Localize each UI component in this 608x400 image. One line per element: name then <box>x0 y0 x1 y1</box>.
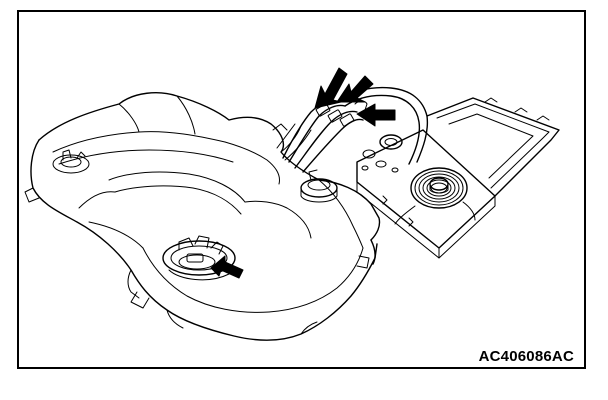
arrow-hose-2 <box>336 75 374 103</box>
arrow-hose-3 <box>356 103 396 127</box>
filler-neck-unit <box>300 169 338 203</box>
pointer-arrows <box>210 67 396 279</box>
arrow-pump <box>210 255 244 279</box>
fuel-tank <box>24 92 381 341</box>
figure-frame: AC406086AC <box>17 10 586 369</box>
sender-unit-left <box>52 149 90 174</box>
figure-reference-code: AC406086AC <box>478 348 574 365</box>
fuel-pump-module <box>162 235 236 281</box>
fuel-tank-diagram <box>24 67 560 341</box>
leak-tester-case <box>356 97 560 259</box>
